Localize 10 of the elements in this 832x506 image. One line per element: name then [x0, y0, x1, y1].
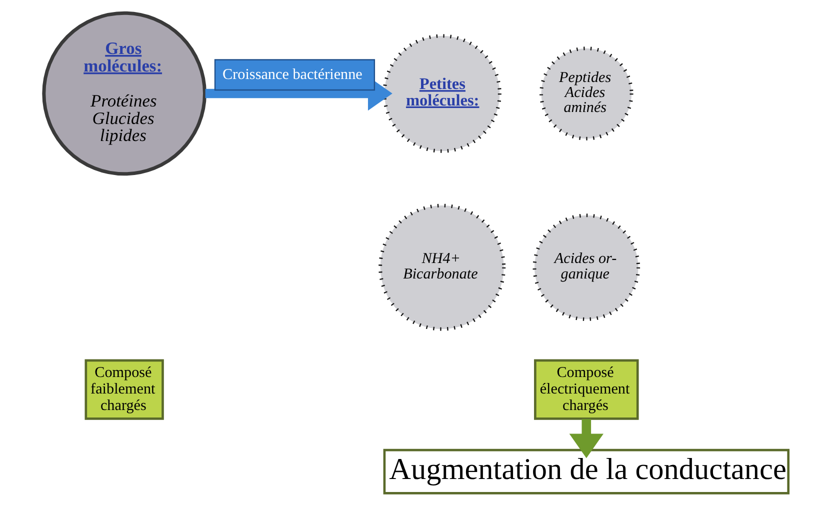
edge-label: Croissance bactérienne	[222, 66, 362, 83]
node-circle: Acides or- ganique	[532, 214, 640, 321]
node-circle: NH4+ Bicarbonate	[378, 204, 506, 331]
arrow	[569, 419, 604, 458]
node-box: Composé électriquement chargés	[534, 359, 639, 420]
node-box: Composé faiblement chargés	[84, 359, 164, 420]
node-circle: Petites molécules:	[382, 34, 502, 153]
node-circle: Peptides Acides aminés	[540, 46, 634, 140]
node-circle: Gros molécules: Protéines Glucides lipides	[42, 11, 206, 176]
node-box: Augmentation de la conductance	[383, 448, 790, 494]
